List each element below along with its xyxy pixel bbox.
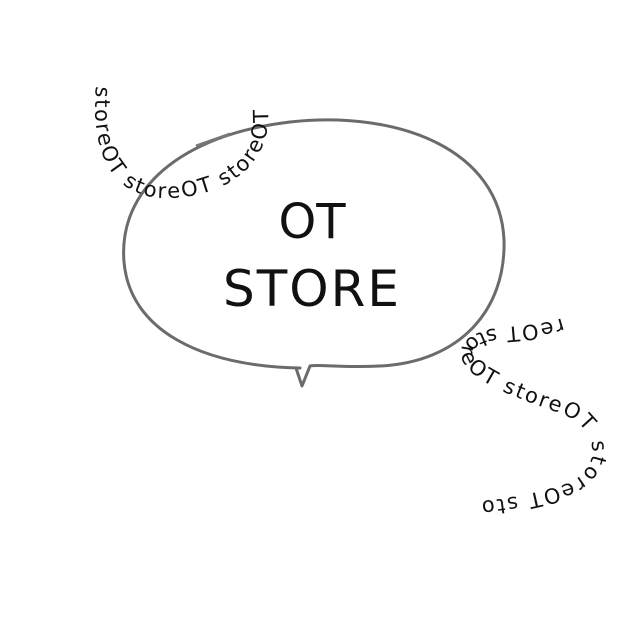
title-ot: OT: [278, 194, 346, 250]
speech-bubble: [122, 118, 506, 388]
bubble-highlight: [195, 132, 231, 148]
ring-text-top: storeOT storeOT storeOT: [90, 86, 274, 203]
title-store: STORE: [223, 260, 401, 318]
ring-text-bottom: reOT storeOT storeOT storeOT sto: [455, 313, 611, 520]
